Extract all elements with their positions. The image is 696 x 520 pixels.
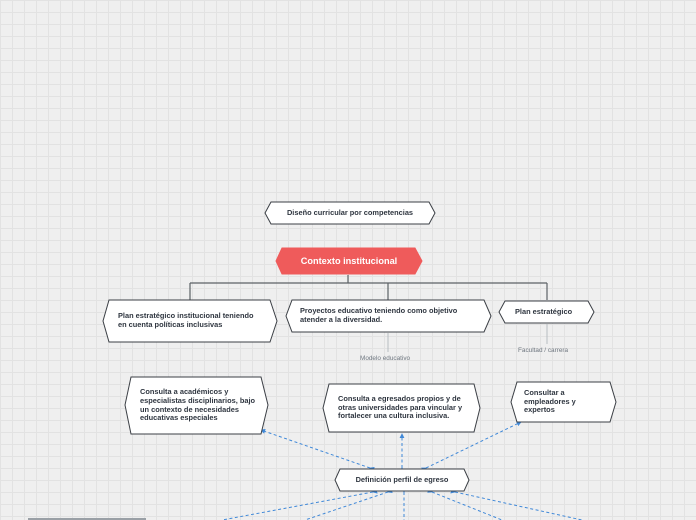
plan-estrategico-institucional-node[interactable]: Plan estratégico institucional teniendo … [118,311,254,329]
facultad-carrera-label[interactable]: Facultad / carrera [518,347,569,354]
empleadores-shape [510,381,617,423]
contexto-institucional-node[interactable]: Contexto institucional [300,255,398,266]
sub-connectors [387,324,548,352]
modelo-educativo-label[interactable]: Modelo educativo [360,355,411,362]
consulta-egresados-node[interactable]: Consulta a egresados propios y de otras … [338,394,463,421]
diseno-shape [264,201,436,225]
relationship-arrows [221,421,583,520]
proyectos-shape [285,299,492,333]
arrow-perfil-down-2 [304,488,393,520]
academicos-shape [124,376,269,435]
perfil-shape [334,468,470,492]
plan-institucional-shape [102,299,278,343]
node-shapes [102,201,617,492]
tree-connectors [189,275,548,300]
arrow-perfil-down-5 [450,488,583,520]
diseno-curricular-node[interactable]: Diseño curricular por competencias [286,207,414,217]
consultar-empleadores-node[interactable]: Consultar a empleadores y expertos [524,388,576,415]
partial-node-edge [28,518,146,520]
arrow-perfil-down-4 [427,488,503,520]
contexto-shape [275,247,423,275]
consulta-academicos-node[interactable]: Consulta a académicos y especialistas di… [140,387,256,423]
plan-estrategico-node[interactable]: Plan estratégico [515,306,573,316]
proyectos-educativo-node[interactable]: Proyectos educativo teniendo como objeti… [300,306,458,324]
egresados-shape [322,383,481,433]
arrow-perfil-to-academicos [260,429,375,472]
arrow-perfil-down-1 [221,488,378,520]
definicion-perfil-egreso-node[interactable]: Definición perfil de egreso [355,474,449,484]
arrow-perfil-to-empleadores [421,421,522,473]
plan-estrategico-shape [498,300,595,324]
